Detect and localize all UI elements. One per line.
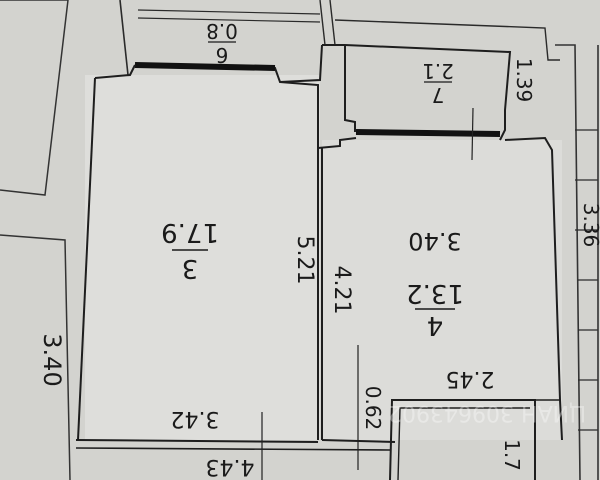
room-6-number: 6 [216, 43, 229, 67]
room-3-right-wall [279, 81, 319, 440]
dim-right-edge: 3.36 [579, 203, 600, 248]
corridor-line [137, 9, 321, 15]
dim-outer-left: 3.40 [38, 333, 66, 386]
room-3-bottom-wall [75, 439, 319, 443]
dimension-tick [471, 107, 474, 161]
watermark: ЦИАН 309643902 [388, 400, 587, 425]
bottom-room-inner [397, 407, 530, 480]
dim-room3-width: 3.42 [171, 406, 220, 431]
corridor-wall [319, 0, 326, 46]
corridor-wall [329, 0, 336, 46]
room-6-door [134, 62, 276, 71]
dim-gap: 0.62 [361, 386, 385, 431]
bottom-wall-line [75, 447, 391, 451]
dim-room4-width: 2.45 [446, 366, 495, 391]
room-7-label: 7 2.1 [422, 59, 454, 107]
room-3-number: 3 [182, 253, 199, 283]
dim-bottom-right: 1.7 [500, 439, 524, 471]
corridor-left-wall [119, 0, 129, 76]
corridor-line [137, 17, 321, 23]
room-7-number: 7 [432, 83, 445, 107]
room-3-area: 17.9 [161, 217, 219, 247]
right-outline [555, 44, 581, 480]
dim-room3-height: 5.21 [292, 236, 317, 285]
room-4-wall [317, 137, 357, 149]
bottom-room-outline [389, 399, 536, 480]
room-4-width: 3.40 [408, 227, 461, 255]
room-6-area: 0.8 [206, 19, 238, 43]
room-7-wall [344, 45, 356, 132]
room-3-label: 3 17.9 [161, 217, 219, 283]
room-4-label: 4 13.2 3.40 [406, 227, 464, 340]
room-6-label: 6 0.8 [206, 19, 238, 67]
left-wall-lower [0, 234, 71, 480]
room-7-area: 2.1 [422, 59, 454, 83]
stair-treads [575, 129, 598, 431]
room-4-area: 13.2 [406, 278, 464, 308]
room-3-left-wall [77, 77, 96, 441]
dim-room4-height: 4.21 [329, 266, 354, 315]
room-4-number: 4 [427, 310, 444, 340]
room-3-wall [94, 64, 136, 79]
corridor-wall [334, 19, 560, 61]
dim-bottom-left: 4.43 [206, 454, 255, 479]
room-7-door [355, 129, 501, 137]
room-4-right-wall [504, 136, 563, 441]
room-3-floor [85, 75, 320, 440]
dim-room7-height: 1.39 [512, 58, 536, 103]
left-outline [0, 0, 69, 196]
room-7-outline [344, 44, 512, 141]
room-4-floor [322, 140, 562, 440]
room-4-bottom-wall [321, 439, 396, 443]
